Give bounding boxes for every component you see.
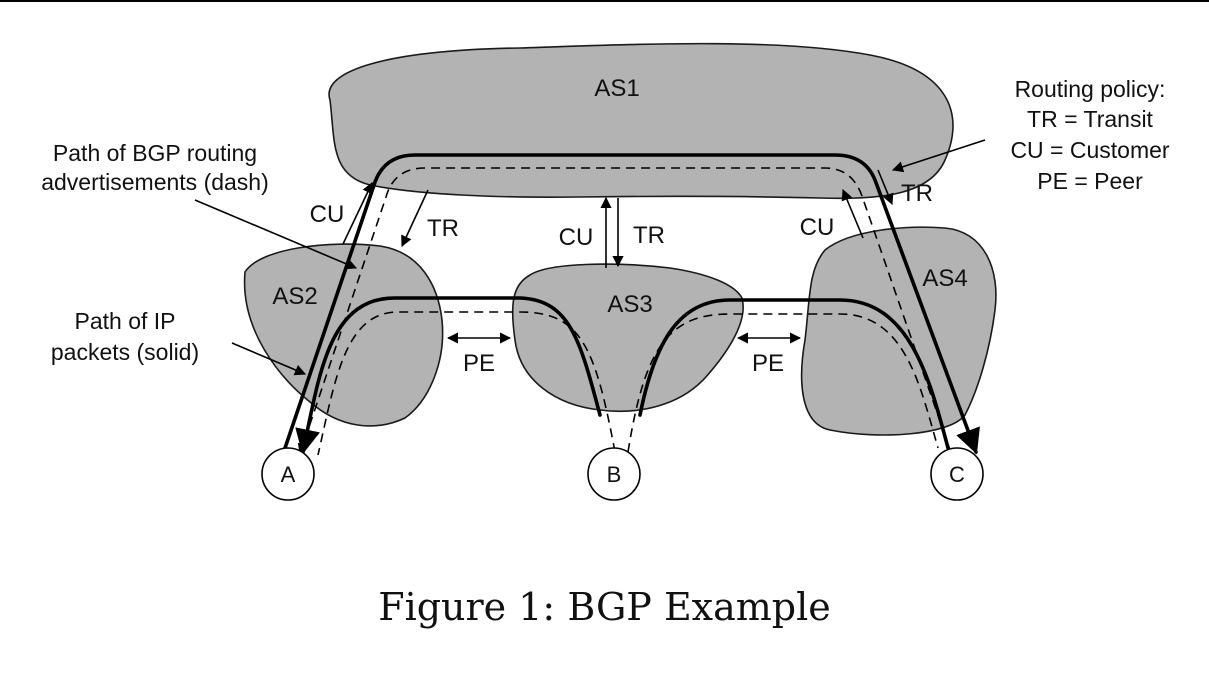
ip-path-b-as4 — [638, 298, 950, 450]
as4-cu-label: CU — [800, 214, 835, 241]
as3-tr-label: TR — [633, 222, 665, 249]
as2-tr-label: TR — [427, 215, 459, 242]
as2-cu-label: CU — [310, 201, 345, 228]
ip-path-a-c — [281, 153, 980, 456]
legend-tr: TR = Transit — [1027, 106, 1154, 132]
node-c: C — [930, 447, 984, 501]
as2-blob — [243, 243, 444, 427]
node-a: A — [261, 447, 315, 501]
bgp-annotation-line1: Path of BGP routing — [53, 140, 257, 166]
pe-as3-as4-label: PE — [752, 350, 784, 377]
bgp-annotation-pointer — [194, 199, 358, 270]
bgp-path-b-as2 — [317, 311, 616, 456]
as3-blob — [511, 263, 744, 413]
figure-caption: Figure 1: BGP Example — [378, 585, 831, 629]
as3-cu-label: CU — [559, 224, 594, 251]
as4-tr-arrow — [877, 169, 894, 206]
node-b-label: B — [607, 462, 622, 487]
ip-annotation-line1: Path of IP — [74, 308, 175, 334]
node-c-label: C — [949, 462, 965, 487]
as2-cu-arrow — [342, 181, 373, 245]
top-rule — [0, 0, 1209, 2]
as1-label: AS1 — [594, 75, 639, 102]
as2-label: AS2 — [272, 283, 317, 310]
ip-annotation-line2: packets (solid) — [51, 339, 199, 365]
legend-title: Routing policy: — [1015, 76, 1166, 102]
as3-label: AS3 — [607, 291, 652, 318]
as1-blob — [328, 42, 954, 200]
node-a-label: A — [281, 462, 296, 487]
as2-tr-arrow — [401, 189, 429, 248]
as4-tr-label: TR — [901, 180, 933, 207]
bgp-diagram: A B C AS1 AS2 AS3 AS4 CU TR CU TR CU TR … — [41, 42, 1170, 501]
bgp-annotation-line2: advertisements (dash) — [41, 169, 269, 195]
legend-pointer — [891, 139, 986, 173]
node-b: B — [587, 447, 641, 501]
pe-as2-as3-label: PE — [463, 350, 495, 377]
ip-path-b-as2 — [295, 296, 602, 455]
as4-label: AS4 — [922, 265, 967, 292]
as4-blob — [800, 226, 997, 436]
legend-pe: PE = Peer — [1037, 168, 1143, 194]
legend-cu: CU = Customer — [1010, 137, 1169, 163]
ip-annotation-pointer — [231, 342, 307, 376]
bgp-path-b-as4 — [627, 313, 939, 453]
as4-cu-arrow — [841, 188, 864, 239]
